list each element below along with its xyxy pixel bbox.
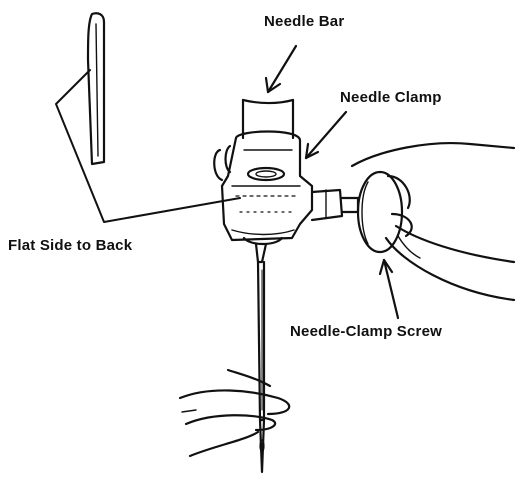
flat-side-leader (56, 70, 240, 222)
label-needle-clamp-screw: Needle-Clamp Screw (290, 324, 442, 339)
needle-clamp-arrow (306, 112, 346, 158)
needle-bar-arrow (266, 46, 296, 92)
needle (256, 244, 266, 472)
needle-clamp (214, 132, 312, 245)
clamp-screw-arrow (380, 260, 398, 318)
hand-upper (352, 143, 514, 300)
hand-lower (180, 370, 289, 456)
label-needle-clamp: Needle Clamp (340, 90, 442, 105)
label-flat-side: Flat Side to Back (8, 238, 132, 253)
needle-flat-side-detail (88, 13, 104, 164)
label-needle-bar: Needle Bar (264, 14, 344, 29)
